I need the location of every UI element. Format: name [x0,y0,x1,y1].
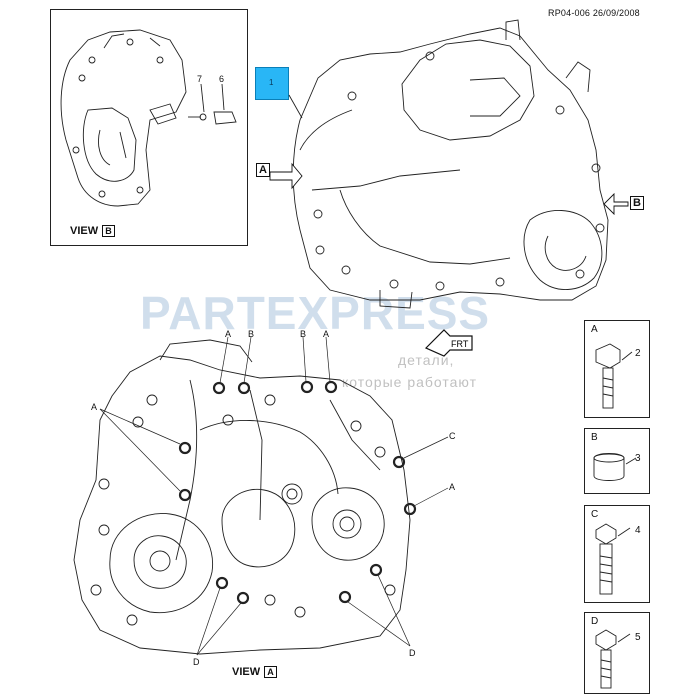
callout-6: 6 [219,74,225,84]
front-direction-arrow: FRT [424,326,476,365]
view-b-letter: B [630,196,644,210]
part-letter: B [591,432,598,443]
bolt-label-a-top-2: A [323,329,330,339]
view-label: VIEW [70,225,99,237]
part-box-c[interactable]: C 4 [584,505,650,603]
view-letter-box: B [102,225,115,237]
bolt-a-drawing [595,343,633,409]
part-letter: C [591,509,599,520]
bolt-c-drawing [595,523,631,595]
selection-marker-label: 1 [269,78,274,87]
inset-gearbox-drawing [60,29,237,207]
part-number: 3 [635,453,641,464]
view-a-letter: A [256,163,270,177]
inset-view-b-frame [50,9,248,246]
view-a-arrow-tag: A [256,163,270,177]
view-letter-box: A [264,666,277,678]
plug-b-drawing [593,453,637,481]
view-a-housing-drawing [73,339,411,655]
main-view-title: VIEW A [232,666,277,678]
bolt-d-drawing [595,629,631,689]
part-number: 2 [635,348,641,359]
bolt-label-c-right: C [449,431,456,441]
part-number: 5 [635,632,641,643]
part-letter: A [591,324,598,335]
view-label: VIEW [232,666,261,678]
bolt-label-b-top-1: B [248,329,255,339]
bolt-label-a-right: A [449,482,456,492]
selection-marker[interactable]: 1 [255,67,289,100]
part-number: 4 [635,525,641,536]
drawing-reference: RP04-006 26/09/2008 [548,8,640,18]
frt-text: FRT [451,339,469,349]
part-letter: D [591,616,599,627]
inset-view-title: VIEW B [70,225,115,237]
bolt-label-d-left: D [193,657,200,667]
callout-7: 7 [197,74,203,84]
bolt-label-a-top-1: A [225,329,232,339]
part-box-d[interactable]: D 5 [584,612,650,694]
watermark-brand: PARTEXPRESS [140,287,491,339]
bolt-label-d-right: D [409,648,416,658]
bolt-label-b-top-2: B [300,329,307,339]
bolt-label-a-left: A [91,402,98,412]
watermark-slogan-2: которые работают [342,374,478,390]
watermark-slogan-1: детали, [398,352,455,368]
view-b-arrow-tag: B [630,196,644,210]
part-box-a[interactable]: A 2 [584,320,650,418]
top-gearbox-drawing [288,19,609,309]
